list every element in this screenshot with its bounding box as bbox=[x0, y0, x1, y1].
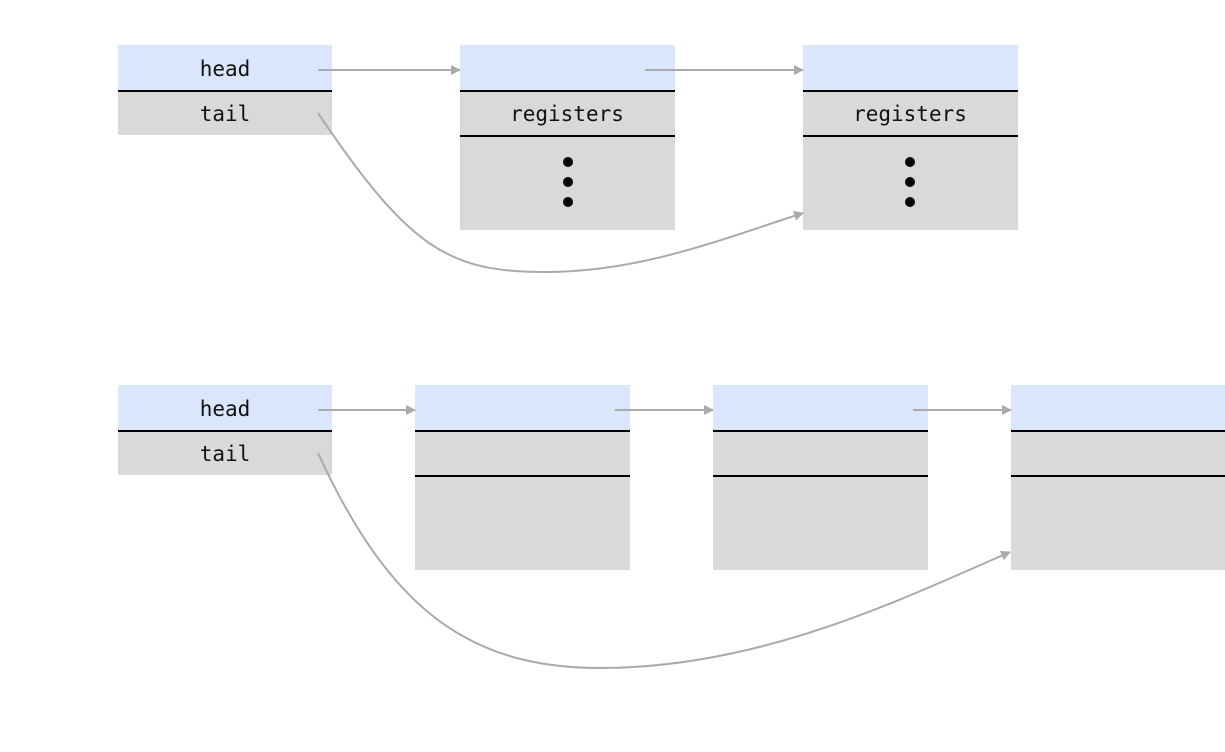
bottom-tail-arrow bbox=[317, 452, 1011, 670]
top-node-1: registers bbox=[460, 45, 675, 230]
bottom-diagram: head tail bbox=[118, 385, 1225, 670]
bottom-node-3-header bbox=[1011, 385, 1225, 430]
bottom-node-2-header bbox=[713, 385, 928, 430]
top-node-1-header bbox=[460, 45, 675, 90]
top-queue-tail-label: tail bbox=[200, 102, 251, 126]
bottom-node-3-body bbox=[1011, 430, 1225, 570]
bottom-queue-tail-label: tail bbox=[200, 442, 251, 466]
top-node-1-registers-label: registers bbox=[510, 102, 624, 126]
top-node-1-ellipsis bbox=[563, 157, 573, 207]
bottom-node-2 bbox=[713, 385, 928, 570]
top-node-2: registers bbox=[803, 45, 1018, 230]
top-queue-head-cell bbox=[118, 45, 332, 90]
bottom-queue-head-label: head bbox=[200, 397, 251, 421]
top-tail-arrow bbox=[317, 112, 804, 274]
bottom-node-1-header bbox=[415, 385, 630, 430]
top-node-2-registers-label: registers bbox=[853, 102, 967, 126]
bottom-node-3 bbox=[1011, 385, 1225, 570]
bottom-queue-tail-cell bbox=[118, 430, 332, 475]
top-queue-box: head tail bbox=[118, 45, 332, 135]
top-node-2-header bbox=[803, 45, 1018, 90]
bottom-queue-box: head tail bbox=[118, 385, 332, 475]
bottom-node-1 bbox=[415, 385, 630, 570]
ellipsis-dot bbox=[563, 197, 573, 207]
top-diagram: head tail registers registers bbox=[118, 45, 1018, 274]
ellipsis-dot bbox=[905, 197, 915, 207]
top-node-2-ellipsis bbox=[905, 157, 915, 207]
bottom-queue-head-cell bbox=[118, 385, 332, 430]
top-queue-tail-cell bbox=[118, 90, 332, 135]
bottom-node-1-body bbox=[415, 430, 630, 570]
bottom-node-2-body bbox=[713, 430, 928, 570]
ellipsis-dot bbox=[905, 157, 915, 167]
ellipsis-dot bbox=[905, 177, 915, 187]
top-queue-head-label: head bbox=[200, 57, 251, 81]
ellipsis-dot bbox=[563, 157, 573, 167]
ellipsis-dot bbox=[563, 177, 573, 187]
